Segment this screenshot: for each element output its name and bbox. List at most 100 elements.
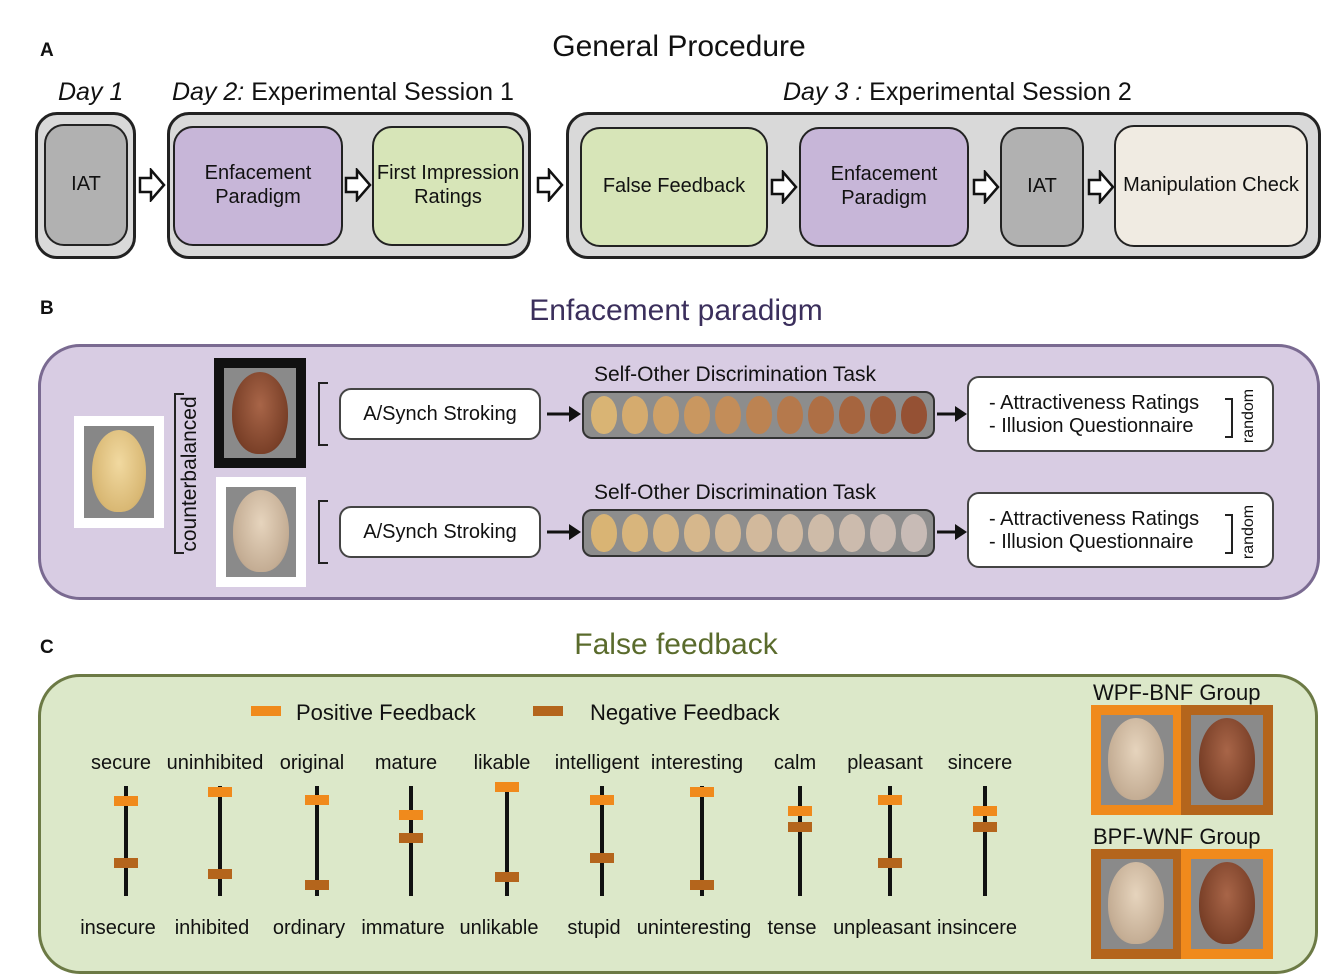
- morph-face-icon: [869, 514, 896, 552]
- arrow-right-icon: [547, 406, 581, 422]
- black-face-icon: [1199, 718, 1255, 800]
- scale-bottom-label-inhibited: inhibited: [174, 917, 250, 939]
- scale-bottom-label-insincere: insincere: [936, 917, 1018, 939]
- scale-bottom-label-tense: tense: [767, 917, 817, 939]
- scale-line: [124, 786, 128, 896]
- positive-feedback-marker: [590, 795, 614, 806]
- ratings-box: - Attractiveness Ratings - Illusion Ques…: [967, 376, 1274, 452]
- panel-a-title: General Procedure: [552, 30, 806, 63]
- scale-top-label-original: original: [279, 752, 345, 774]
- scale-bottom-label-ordinary: ordinary: [272, 917, 346, 939]
- flow-arrow-icon: [138, 168, 166, 202]
- panel-a-letter: A: [40, 40, 54, 61]
- enfacement-box-day2: Enfacement Paradigm: [173, 126, 343, 246]
- scale-line: [888, 786, 892, 896]
- arrow-right-icon: [547, 524, 581, 540]
- scale-top-label-calm: calm: [773, 752, 817, 774]
- scale-top-label-interesting: interesting: [650, 752, 744, 774]
- panel-b-title: Enfacement paradigm: [529, 294, 823, 327]
- scale-bottom-label-insecure: insecure: [80, 917, 156, 939]
- flow-arrow-icon: [344, 168, 372, 202]
- morph-face-icon: [776, 514, 803, 552]
- sod-task-label: Self-Other Discrimination Task: [594, 481, 877, 504]
- scale-line: [505, 786, 509, 896]
- panel-c-letter: C: [40, 637, 54, 658]
- iat-box-day1: IAT: [44, 124, 128, 246]
- scale-bottom-label-unlikable: unlikable: [459, 917, 539, 939]
- arrow-right-icon: [937, 406, 967, 422]
- group-label-wpf-bnf: WPF-BNF Group: [1093, 680, 1261, 705]
- group-label-bpf-wnf: BPF-WNF Group: [1093, 824, 1261, 849]
- morph-face-icon: [900, 514, 927, 552]
- positive-feedback-marker: [495, 782, 519, 793]
- legend-negative-label: Negative Feedback: [590, 700, 780, 725]
- illusion-questionnaire: - Illusion Questionnaire: [989, 531, 1194, 554]
- legend-negative-swatch: [533, 706, 563, 716]
- positive-feedback-marker: [399, 809, 423, 820]
- morph-face-icon: [652, 514, 679, 552]
- morph-face-strip: [582, 391, 935, 439]
- morph-face-icon: [807, 514, 834, 552]
- attractiveness-ratings: - Attractiveness Ratings: [989, 392, 1200, 414]
- negative-feedback-marker: [788, 821, 812, 832]
- morph-face-icon: [838, 514, 865, 552]
- scale-top-label-intelligent: intelligent: [554, 752, 640, 774]
- negative-feedback-marker: [690, 880, 714, 890]
- self-face-icon: [92, 430, 146, 512]
- morph-face-icon: [714, 514, 741, 552]
- morph-face-icon: [745, 514, 772, 552]
- negative-feedback-marker: [878, 858, 902, 868]
- flow-arrow-icon: [1087, 170, 1115, 204]
- flow-arrow-icon: [536, 168, 564, 202]
- scale-top-label-pleasant: pleasant: [847, 752, 923, 774]
- scale-bottom-label-uninteresting: uninteresting: [636, 917, 752, 939]
- scale-line: [700, 786, 704, 896]
- ratings-box: - Attractiveness Ratings - Illusion Ques…: [967, 492, 1274, 568]
- morph-face-icon: [807, 396, 834, 434]
- white-face-icon: [233, 490, 289, 572]
- day3-label: Day 3 : Experimental Session 2: [783, 78, 1132, 106]
- panel-b-letter: B: [40, 298, 54, 319]
- morph-face-icon: [683, 396, 710, 434]
- black-face-icon: [232, 372, 288, 454]
- morph-face-icon: [838, 396, 865, 434]
- scale-top-label-likable: likable: [473, 752, 531, 774]
- morph-face-icon: [714, 396, 741, 434]
- day2-label: Day 2: Experimental Session 1: [172, 78, 514, 106]
- morph-face-icon: [621, 514, 648, 552]
- scale-line: [218, 786, 222, 896]
- morph-face-icon: [621, 396, 648, 434]
- illusion-questionnaire: - Illusion Questionnaire: [989, 415, 1194, 438]
- enfacement-box-day3: Enfacement Paradigm: [799, 127, 969, 247]
- row-bracket: [318, 500, 328, 564]
- legend-positive-label: Positive Feedback: [296, 700, 476, 725]
- scale-top-label-sincere: sincere: [947, 752, 1013, 774]
- morph-face-icon: [683, 514, 710, 552]
- morph-face-icon: [590, 514, 617, 552]
- sod-task-label: Self-Other Discrimination Task: [594, 363, 877, 386]
- negative-feedback-marker: [590, 852, 614, 863]
- negative-feedback-marker: [208, 869, 232, 879]
- scale-line: [983, 786, 987, 896]
- morph-face-strip: [582, 509, 935, 557]
- manipulation-check-box: Manipulation Check: [1114, 125, 1308, 247]
- scale-line: [798, 786, 802, 896]
- morph-face-icon: [652, 396, 679, 434]
- scale-line: [315, 786, 319, 896]
- flow-arrow-icon: [972, 170, 1000, 204]
- stroking-box: A/Synch Stroking: [339, 506, 541, 558]
- day1-label: Day 1: [58, 78, 124, 106]
- morph-face-icon: [590, 396, 617, 434]
- row-bracket: [318, 382, 328, 446]
- stroking-box: A/Synch Stroking: [339, 388, 541, 440]
- random-bracket: [1225, 514, 1233, 554]
- scale-bottom-label-immature: immature: [361, 917, 445, 939]
- morph-face-icon: [900, 396, 927, 434]
- negative-feedback-marker: [399, 832, 423, 843]
- false-feedback-box: False Feedback: [580, 127, 768, 247]
- first-impression-box: First Impression Ratings: [372, 126, 524, 246]
- attractiveness-ratings: - Attractiveness Ratings: [989, 508, 1200, 530]
- scale-bottom-label-unpleasant: unpleasant: [833, 917, 931, 939]
- flow-arrow-icon: [770, 170, 798, 204]
- positive-feedback-marker: [208, 786, 232, 797]
